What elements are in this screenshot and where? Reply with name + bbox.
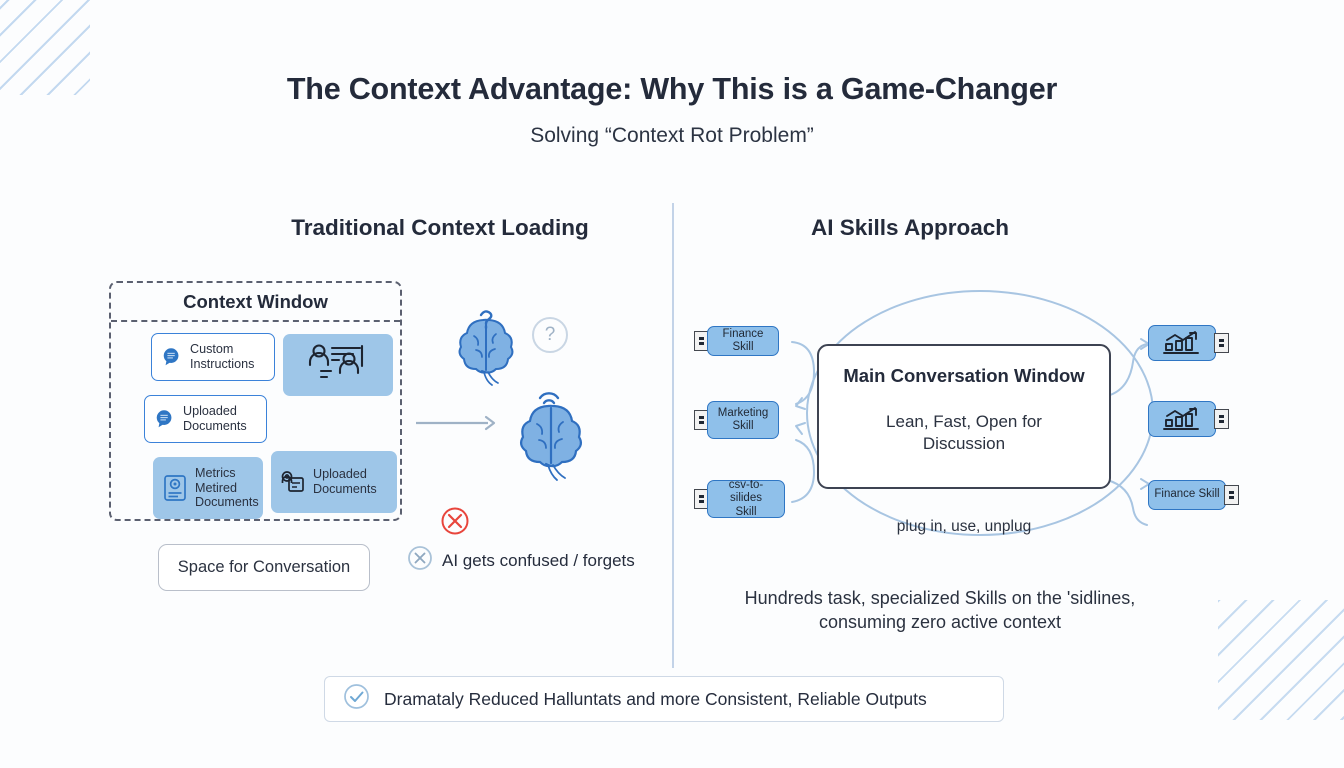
skill-chip-label: Marketing Skill — [707, 401, 779, 439]
page-subtitle: Solving “Context Rot Problem” — [530, 124, 814, 147]
skill-chip-label: Finance Skill — [1148, 480, 1226, 510]
context-item-custom-instructions[interactable]: Custom Instructions — [151, 333, 275, 381]
column-divider — [672, 203, 674, 668]
context-item-uploaded-documents[interactable]: Uploaded Documents — [144, 395, 267, 443]
context-item-uploaded-documents-2[interactable]: Uploaded Documents — [271, 451, 397, 513]
usb-connector-icon — [1214, 333, 1229, 353]
skill-chip-csv-to-slides[interactable]: csv-to-silides Skill — [694, 479, 785, 518]
footer-banner: Dramataly Reduced Halluntats and more Co… — [324, 676, 1004, 722]
context-window-title: Context Window — [111, 283, 400, 322]
skill-chip-label: csv-to-silides Skill — [707, 479, 785, 518]
corner-decoration-bottom-right — [1218, 600, 1344, 720]
brain-icon — [452, 302, 536, 399]
bar-chart-icon — [1163, 407, 1199, 430]
chat-bubble-icon — [154, 408, 176, 430]
skill-chip-label: Finance Skill — [707, 326, 779, 356]
right-arrow-icon — [414, 413, 498, 438]
main-window-title: Main Conversation Window — [843, 365, 1085, 386]
space-for-conversation-label: Space for Conversation — [177, 558, 351, 576]
question-mark-icon: ? — [532, 317, 568, 353]
skill-chip-label — [1148, 325, 1216, 361]
x-circle-icon — [407, 545, 433, 576]
page-title: The Context Advantage: Why This is a Gam… — [286, 72, 1058, 106]
main-conversation-window: Main Conversation Window Lean, Fast, Ope… — [817, 344, 1111, 489]
context-item-metrics-documents[interactable]: Metrics Metired Documents — [153, 457, 263, 519]
check-circle-icon — [343, 683, 370, 715]
usb-connector-icon — [694, 489, 709, 509]
skill-chip-chart-1[interactable] — [1148, 325, 1229, 361]
ai-confused-label: AI gets confused / forgets — [442, 550, 635, 570]
chat-bubble-icon — [161, 346, 183, 368]
skill-chip-marketing[interactable]: Marketing Skill — [694, 401, 779, 439]
x-circle-icon — [440, 506, 470, 536]
footer-text: Dramataly Reduced Halluntats and more Co… — [384, 688, 927, 709]
context-item-label: Metrics Metired Documents — [195, 465, 259, 510]
skill-chip-chart-2[interactable] — [1148, 401, 1229, 437]
context-window-box: Context Window Custom Instructions Uploa… — [109, 281, 402, 521]
context-item-label: Uploaded Documents — [313, 467, 377, 496]
cycle-label: plug in, use, unplug — [896, 518, 1032, 535]
usb-connector-icon — [1214, 409, 1229, 429]
usb-connector-icon — [1224, 485, 1239, 505]
context-item-label: Custom Instructions — [190, 342, 255, 371]
document-gear-icon — [162, 474, 188, 502]
right-panel-caption: Hundreds task, specialized Skills on the… — [744, 588, 1136, 633]
right-column-heading: AI Skills Approach — [811, 215, 1009, 240]
brain-icon — [512, 382, 608, 487]
left-column-heading: Traditional Context Loading — [291, 215, 589, 240]
space-for-conversation-box[interactable]: Space for Conversation — [158, 544, 370, 591]
bar-chart-icon — [1163, 331, 1199, 354]
skill-chip-finance-output[interactable]: Finance Skill — [1148, 480, 1239, 510]
skill-chip-finance[interactable]: Finance Skill — [694, 326, 779, 356]
main-window-subtitle: Lean, Fast, Open for Discussion — [886, 412, 1042, 454]
context-item-people-list[interactable] — [283, 334, 393, 396]
skill-chip-label — [1148, 401, 1216, 437]
ai-confused-status: AI gets confused / forgets — [407, 545, 635, 576]
people-list-icon — [305, 342, 371, 388]
context-item-label: Uploaded Documents — [183, 404, 247, 433]
documents-copy-icon — [280, 469, 306, 495]
